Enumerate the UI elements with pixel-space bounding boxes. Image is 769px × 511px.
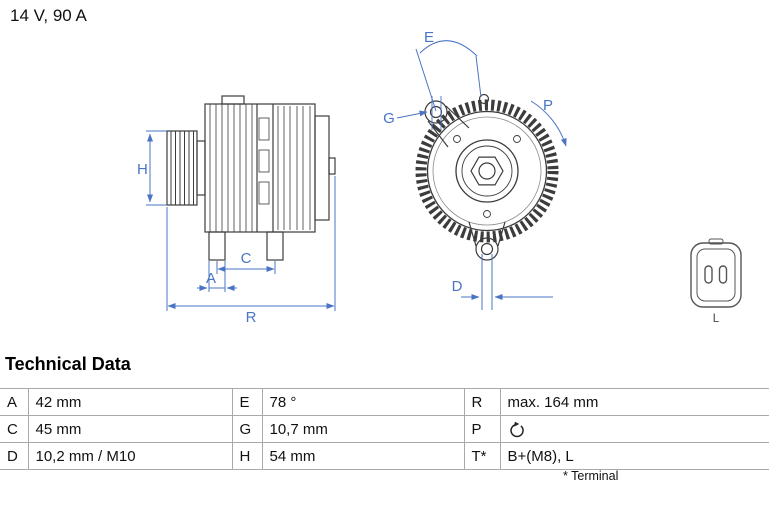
spec-key: D [0, 442, 29, 470]
spec-value: B+(M8), L [499, 442, 769, 470]
connector-terminal-label: L [713, 313, 720, 325]
upper-mounting-lug [424, 100, 448, 124]
terminal-footnote: * Terminal [563, 469, 619, 483]
voltage-amperage-rating: 14 V, 90 A [10, 6, 87, 25]
table-row: C 45 mm G 10,7 mm P [0, 415, 769, 443]
mounting-foot-front [208, 231, 226, 261]
front-view-drawing [415, 93, 559, 261]
dim-label-h: H [137, 161, 148, 178]
rotation-direction-icon [509, 421, 524, 437]
dimension-annotations [146, 40, 567, 311]
spec-key: A [0, 388, 29, 416]
spec-value: 78 ° [261, 388, 465, 416]
spec-key: H [231, 442, 263, 470]
dim-label-a: A [206, 270, 216, 287]
mounting-foot-rear [266, 231, 284, 261]
spec-key: T* [463, 442, 501, 470]
spec-value: max. 164 mm [499, 388, 769, 416]
table-row: D 10,2 mm / M10 H 54 mm T* B+(M8), L [0, 442, 769, 470]
spec-value: 42 mm [27, 388, 233, 416]
cooling-fins-ring [415, 99, 559, 243]
shaft-nut-hexagon [470, 156, 504, 186]
plug-pin-1 [704, 265, 713, 284]
plug-housing [690, 242, 742, 308]
dim-label-g: G [383, 110, 395, 127]
spec-key: G [231, 415, 263, 443]
dim-label-r: R [246, 309, 257, 326]
table-row: A 42 mm E 78 ° R max. 164 mm [0, 388, 769, 416]
spec-key: P [463, 415, 501, 443]
spec-key: E [231, 388, 263, 416]
dim-label-c: C [241, 250, 252, 267]
dim-label-d: D [452, 278, 463, 295]
dim-label-p: P [543, 97, 553, 114]
plug-pin-2 [718, 265, 728, 284]
alternator-body [204, 103, 316, 233]
spec-value: 54 mm [261, 442, 465, 470]
spec-value-rotation [499, 415, 769, 443]
dim-label-e: E [424, 29, 434, 46]
technical-data-heading: Technical Data [5, 354, 131, 374]
technical-data-table: A 42 mm E 78 ° R max. 164 mm C 45 mm G 1… [0, 388, 769, 470]
spec-key: R [463, 388, 501, 416]
spec-value: 45 mm [27, 415, 233, 443]
spec-value: 10,7 mm [261, 415, 465, 443]
connector-drawing [690, 238, 742, 308]
alternator-technical-drawing: L [137, 29, 742, 326]
spec-value: 10,2 mm / M10 [27, 442, 233, 470]
spec-key: C [0, 415, 29, 443]
lower-mounting-lug [475, 237, 499, 261]
side-view-drawing [166, 95, 336, 261]
